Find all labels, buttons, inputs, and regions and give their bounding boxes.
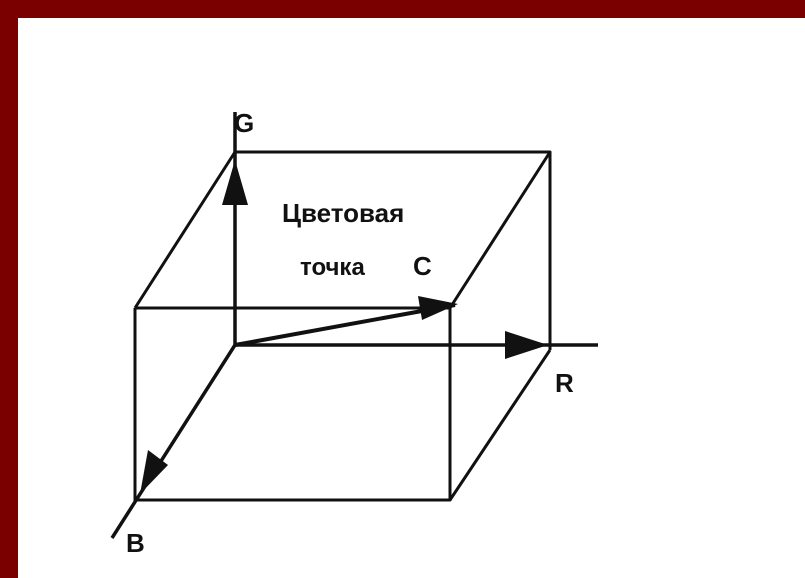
color-point-caption-line2: точка [300,254,365,281]
axes [110,112,598,539]
color-point-caption-line1: Цветовая [282,198,404,228]
cube-bottom-right-edge [448,349,552,501]
b-axis [110,344,237,539]
cube-wireframe [133,150,552,502]
cube-top-face [133,150,552,309]
color-point-name: C [413,251,432,281]
b-axis-label: B [126,528,145,558]
r-axis-label: R [555,368,574,398]
r-axis-arrowhead [505,331,548,359]
diagram-canvas [18,18,805,578]
b-axis-arrowhead [140,450,168,494]
cube-front-face [133,306,452,502]
color-point-arrowhead [418,296,458,320]
g-axis-arrowhead [222,160,248,205]
color-point-vector [234,303,456,347]
g-axis-label: G [234,108,254,138]
